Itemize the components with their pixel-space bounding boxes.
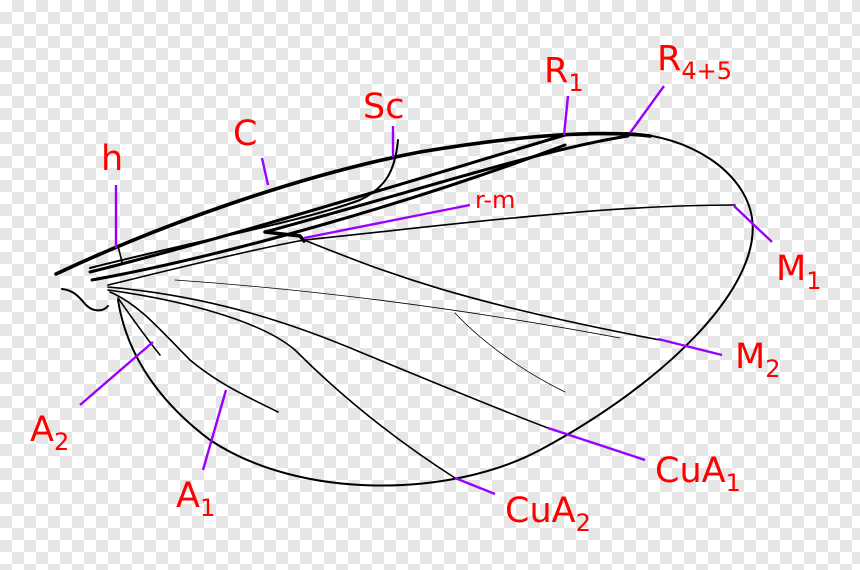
label-r1: R1 — [544, 51, 584, 97]
leader-r1 — [564, 96, 568, 135]
wing-base — [62, 289, 108, 310]
costa-vein — [56, 134, 650, 274]
leader-a2 — [80, 342, 153, 405]
label-r45: R4+5 — [657, 39, 732, 85]
cubitus-a1-vein — [108, 287, 548, 428]
leader-c — [262, 158, 268, 185]
label-a1: A1 — [176, 476, 215, 522]
wing — [56, 133, 753, 486]
label-h: h — [101, 139, 123, 179]
label-sc: Sc — [363, 87, 404, 127]
media-stem-vein — [108, 240, 304, 285]
leader-cua1 — [548, 428, 645, 460]
leader-lines — [80, 86, 772, 494]
wing-fold-line — [175, 280, 620, 338]
cubitus-a2-vein — [108, 290, 455, 478]
label-cua2: CuA2 — [505, 491, 591, 537]
leader-cua2 — [455, 478, 495, 494]
wing-fold-branch — [455, 313, 565, 392]
labels: h C Sc R1 R4+5 r-m M1 M2 CuA1 CuA2 — [30, 39, 821, 537]
label-a2: A2 — [30, 410, 69, 456]
media-2-vein — [304, 240, 660, 340]
label-m1: M1 — [776, 249, 821, 295]
label-c: C — [233, 114, 257, 154]
leader-r45 — [630, 86, 664, 133]
label-rm: r-m — [475, 186, 515, 214]
label-m2: M2 — [735, 337, 780, 383]
subcosta-vein — [90, 140, 398, 268]
radius-45-vein — [265, 136, 628, 232]
leader-a1 — [203, 390, 226, 470]
label-cua1: CuA1 — [655, 451, 741, 497]
